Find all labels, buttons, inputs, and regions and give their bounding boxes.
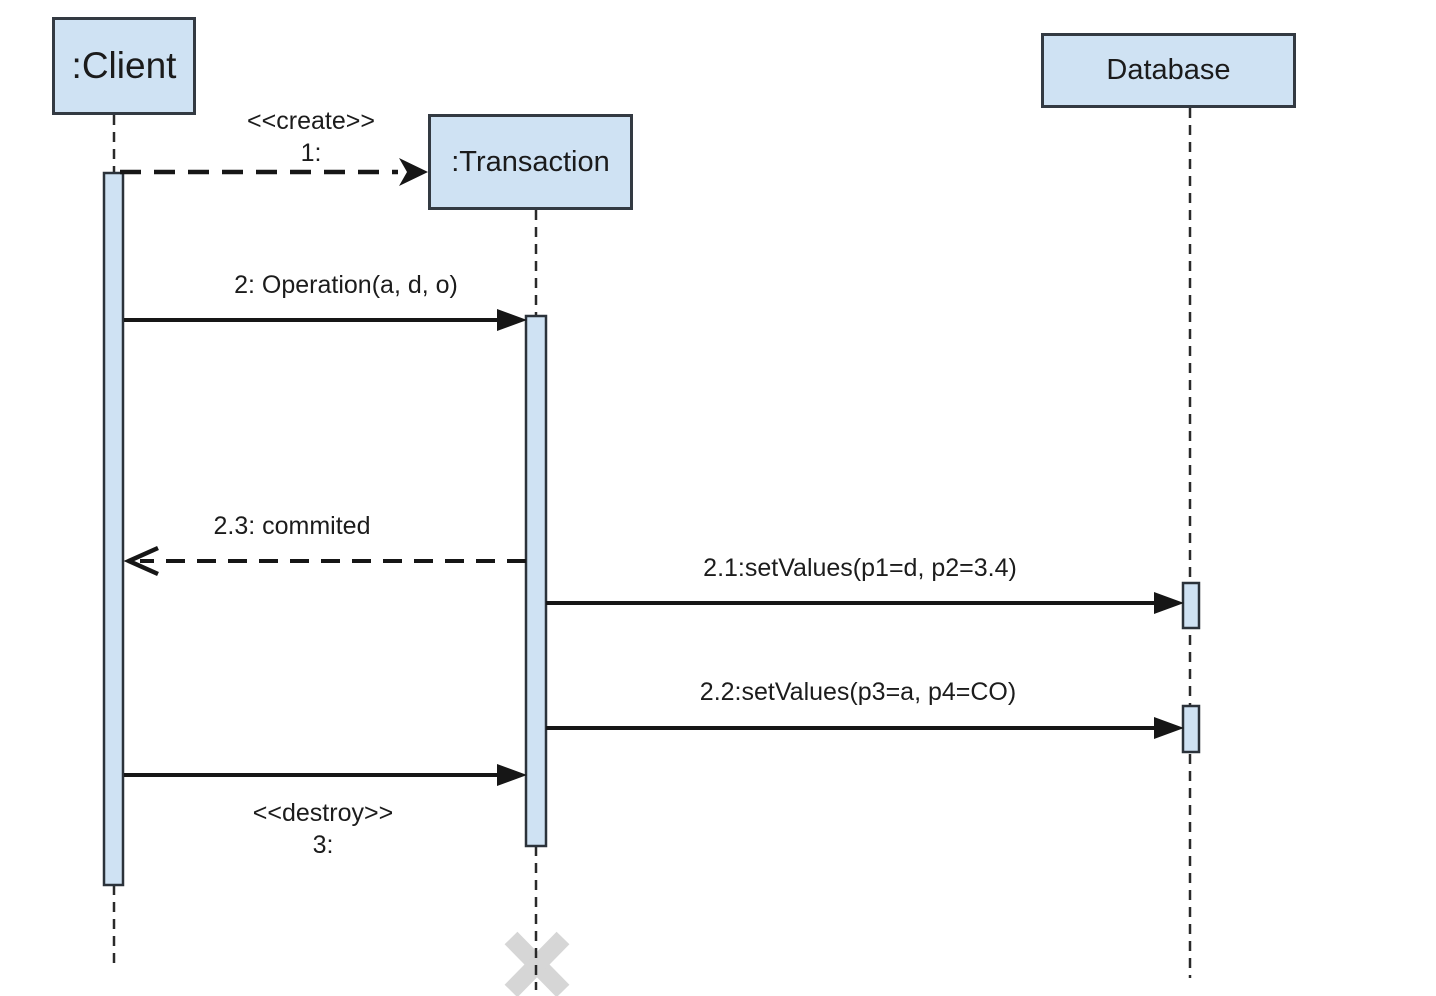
message-arrow-operation [124,309,527,331]
actor-label-database: Database [1106,54,1231,86]
message-label-setvalues2: 2.2:setValues(p3=a, p4=CO) [699,678,1017,706]
message-stereotype-destroy: <<destroy>> [252,799,394,827]
message-number-create: 1: [300,139,322,167]
message-number-destroy: 3: [312,831,334,859]
message-arrow-destroy [124,764,527,786]
message-arrow-commited [123,545,526,577]
activation-bar-transaction [524,314,548,848]
activation-bar-database-2 [1181,704,1201,754]
message-arrow-setvalues2 [546,717,1184,739]
actor-label-transaction: :Transaction [451,145,610,178]
destroy-x-marker [504,931,570,996]
activation-bar-client [102,171,125,887]
activation-bar-database-1 [1181,581,1201,630]
actor-box-client: :Client [52,17,196,115]
actor-label-client: :Client [71,45,177,86]
message-stereotype-create: <<create>> [247,107,375,135]
message-label-commited: 2.3: commited [213,512,371,540]
message-arrow-create [120,158,428,186]
actor-box-database: Database [1041,33,1296,108]
message-label-operation: 2: Operation(a, d, o) [234,271,458,299]
message-label-setvalues1: 2.1:setValues(p1=d, p2=3.4) [703,554,1017,582]
actor-box-transaction: :Transaction [428,114,633,210]
message-arrow-setvalues1 [546,592,1184,614]
